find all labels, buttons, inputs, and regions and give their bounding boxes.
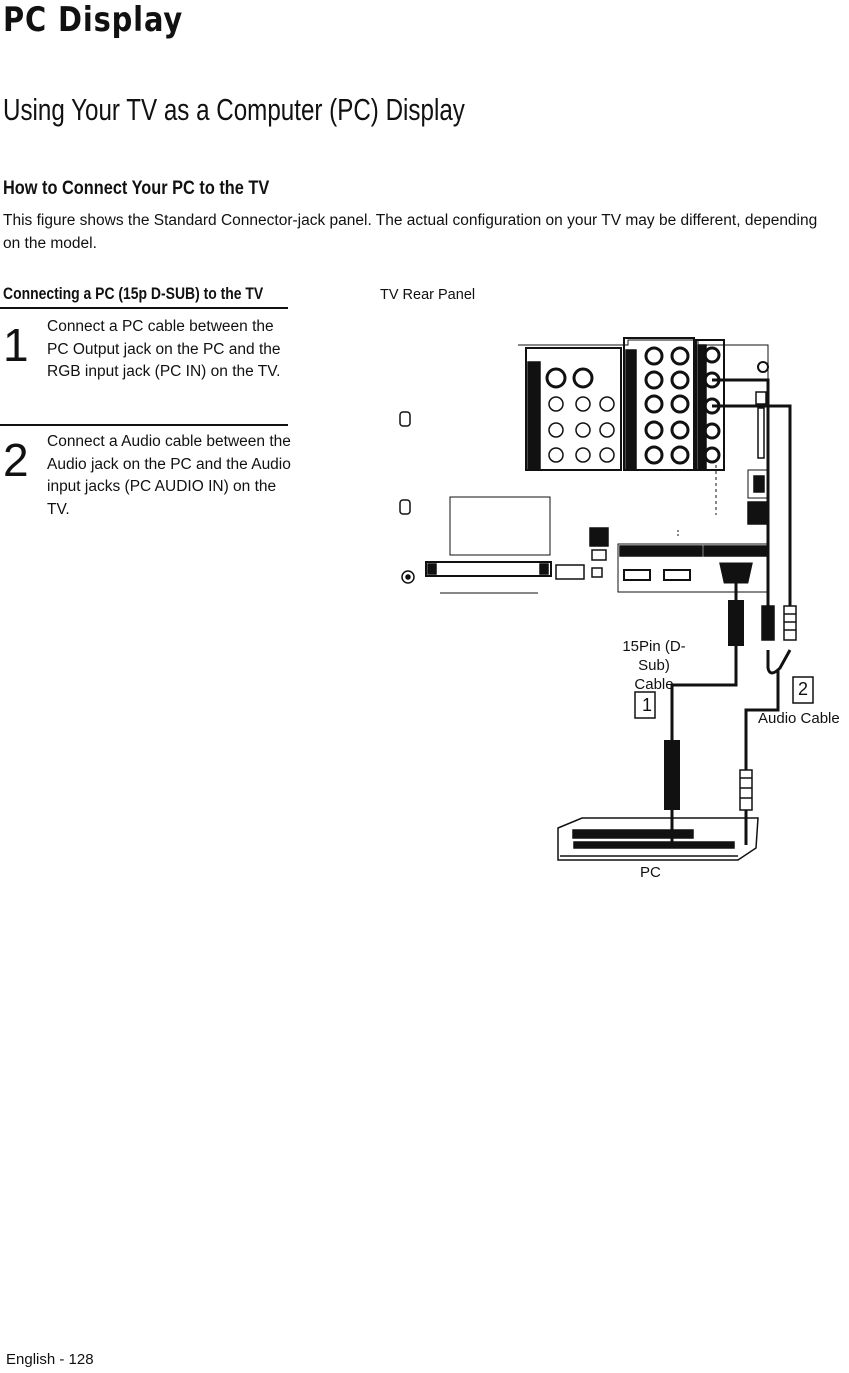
step-text: Connect a PC cable between the PC Output…	[47, 318, 281, 380]
dsub-cable-label: 15Pin (D-Sub) Cable	[614, 637, 694, 694]
step-number: 2	[3, 434, 29, 486]
page-title: PC Display	[3, 0, 184, 40]
step-text: Connect a Audio cable between the Audio …	[47, 433, 291, 518]
callout-2: 2	[798, 679, 809, 699]
subsection-heading: Connecting a PC (15p D-SUB) to the TV	[3, 284, 264, 303]
diagram-graphic	[399, 337, 814, 861]
intro-paragraph: This figure shows the Standard Connector…	[3, 212, 818, 252]
page-subtitle: Using Your TV as a Computer (PC) Display	[3, 92, 465, 127]
audio-cable-label: Audio Cable	[758, 710, 840, 727]
dsub-cable-label-line2: Cable	[634, 676, 674, 693]
step-number: 1	[3, 319, 29, 371]
callout-1: 1	[642, 695, 653, 715]
pc-label: PC	[640, 864, 661, 881]
dsub-cable-label-line1: 15Pin (D-Sub)	[622, 638, 686, 674]
heading-rule	[0, 307, 288, 309]
connection-diagram: TV Rear Panel	[378, 287, 849, 890]
panel-label: TV Rear Panel	[380, 287, 476, 303]
page-footer: English - 128	[6, 1351, 94, 1368]
step-divider	[0, 424, 288, 426]
section-heading: How to Connect Your PC to the TV	[3, 178, 270, 199]
